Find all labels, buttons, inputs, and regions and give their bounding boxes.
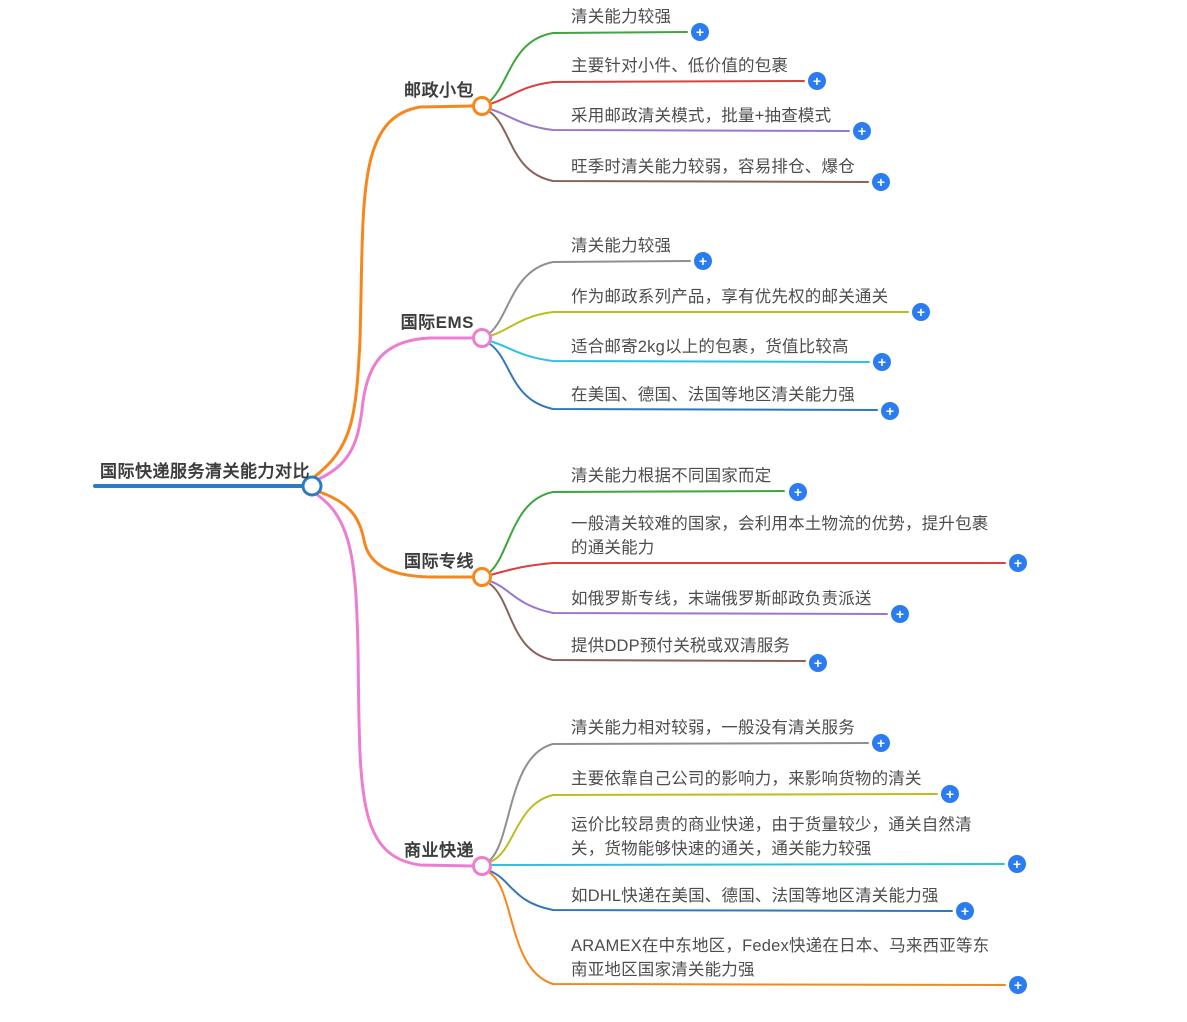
branch-commercial-express[interactable]: 商业快递	[404, 841, 474, 860]
leaf-line-text: 清关能力相对较弱，一般没有清关服务	[571, 719, 855, 737]
leaf-text[interactable]: 主要依靠自己公司的影响力，来影响货物的清关	[571, 767, 922, 791]
leaf-line-text: 清关能力较强	[571, 237, 672, 255]
trunk-commercial-express	[311, 490, 475, 868]
leaf-text[interactable]: 提供DDP预付关税或双清服务	[571, 634, 790, 658]
leaf-line-text: 关，货物能够快速的通关，通关能力较强	[571, 840, 872, 858]
leaf-line	[489, 343, 878, 411]
leaf-text[interactable]: 主要针对小件、低价值的包裹	[571, 54, 788, 78]
leaf-line-text: 清关能力根据不同国家而定	[571, 467, 772, 485]
leaf-line	[489, 340, 870, 363]
leaf-line-text: 适合邮寄2kg以上的包裹，货值比较高	[571, 338, 849, 356]
leaf-text[interactable]: 运价比较昂贵的商业快递，由于货量较少，通关自然清 关，货物能够快速的通关，通关能…	[571, 813, 972, 861]
leaf-line	[489, 793, 938, 863]
trunk-postal-packet	[311, 104, 475, 480]
leaf-line-text: 提供DDP预付关税或双清服务	[571, 637, 791, 655]
leaf-line-text: 如俄罗斯专线，末端俄罗斯邮政负责派送	[571, 590, 872, 608]
leaf-text[interactable]: 如DHL快递在美国、德国、法国等地区清关能力强	[571, 884, 939, 908]
trunk-dedicated-line	[312, 488, 475, 579]
leaf-line-text: 主要针对小件、低价值的包裹	[571, 57, 789, 75]
leaf-line	[489, 260, 691, 334]
leaf-text[interactable]: 清关能力相对较弱，一般没有清关服务	[571, 716, 855, 740]
expand-node-button[interactable]: +	[853, 122, 871, 140]
leaf-line	[489, 562, 1006, 576]
branch-postal-packet[interactable]: 邮政小包	[404, 81, 474, 100]
expand-node-button[interactable]: +	[891, 605, 909, 623]
leaf-line-text: 运价比较昂贵的商业快递，由于货量较少，通关自然清	[571, 816, 972, 834]
expand-node-button[interactable]: +	[941, 785, 959, 803]
leaf-text[interactable]: 一般清关较难的国家，会利用本土物流的优势，提升包裹 的通关能力	[571, 512, 989, 560]
node-anchor-commercial-express[interactable]	[472, 856, 492, 876]
leaf-line	[489, 311, 909, 337]
leaf-line	[489, 583, 806, 662]
node-anchor-dedicated-line[interactable]	[472, 567, 492, 587]
expand-node-button[interactable]: +	[956, 902, 974, 920]
leaf-line-text: 作为邮政系列产品，享有优先权的邮关通关	[571, 288, 889, 306]
expand-node-button[interactable]: +	[694, 252, 712, 270]
leaf-text[interactable]: 清关能力根据不同国家而定	[571, 464, 771, 488]
expand-node-button[interactable]: +	[881, 402, 899, 420]
leaf-line-text: 如DHL快递在美国、德国、法国等地区清关能力强	[571, 887, 939, 905]
leaf-line-text: 的通关能力	[571, 539, 655, 557]
expand-node-button[interactable]: +	[1008, 855, 1026, 873]
leaf-line	[489, 490, 785, 573]
leaf-text[interactable]: 在美国、德国、法国等地区清关能力强	[571, 383, 855, 407]
expand-node-button[interactable]: +	[1009, 554, 1027, 572]
leaf-line	[489, 580, 888, 615]
expand-node-button[interactable]: +	[912, 303, 930, 321]
leaf-text[interactable]: 旺季时清关能力较弱，容易排仓、爆仓	[571, 155, 855, 179]
expand-node-button[interactable]: +	[873, 353, 891, 371]
expand-node-button[interactable]: +	[809, 654, 827, 672]
expand-node-button[interactable]: +	[872, 173, 890, 191]
leaf-line	[489, 872, 1006, 986]
leaf-text[interactable]: 采用邮政清关模式，批量+抽查模式	[571, 104, 831, 128]
leaf-text[interactable]: 如俄罗斯专线，末端俄罗斯邮政负责派送	[571, 587, 872, 611]
leaf-line-text: 主要依靠自己公司的影响力，来影响货物的清关	[571, 770, 922, 788]
root-topic[interactable]: 国际快递服务清关能力对比	[100, 462, 310, 481]
leaf-line-text: ARAMEX在中东地区，Fedex快递在日本、马来西亚等东	[571, 937, 990, 955]
leaf-line	[489, 111, 869, 183]
branch-international-ems[interactable]: 国际EMS	[400, 313, 474, 332]
branch-dedicated-line[interactable]: 国际专线	[404, 552, 474, 571]
root-node-anchor[interactable]	[301, 475, 323, 497]
leaf-line	[489, 742, 869, 861]
expand-node-button[interactable]: +	[789, 483, 807, 501]
expand-node-button[interactable]: +	[1009, 976, 1027, 994]
expand-node-button[interactable]: +	[691, 23, 709, 41]
leaf-line	[490, 863, 1005, 866]
leaf-line	[489, 870, 953, 912]
leaf-text[interactable]: ARAMEX在中东地区，Fedex快递在日本、马来西亚等东 南亚地区国家清关能力…	[571, 934, 989, 982]
leaf-line	[489, 80, 805, 105]
leaf-line-text: 南亚地区国家清关能力强	[571, 961, 755, 979]
leaf-line-text: 一般清关较难的国家，会利用本土物流的优势，提升包裹	[571, 515, 989, 533]
node-anchor-international-ems[interactable]	[472, 328, 492, 348]
leaf-line	[489, 31, 688, 102]
leaf-line-text: 采用邮政清关模式，批量+抽查模式	[571, 107, 832, 125]
leaf-line	[489, 108, 850, 132]
expand-node-button[interactable]: +	[808, 72, 826, 90]
leaf-text[interactable]: 清关能力较强	[571, 234, 671, 258]
leaf-text[interactable]: 清关能力较强	[571, 5, 671, 29]
leaf-line-text: 在美国、德国、法国等地区清关能力强	[571, 386, 855, 404]
leaf-text[interactable]: 作为邮政系列产品，享有优先权的邮关通关	[571, 285, 888, 309]
leaf-line-text: 旺季时清关能力较弱，容易排仓、爆仓	[571, 158, 855, 176]
leaf-text[interactable]: 适合邮寄2kg以上的包裹，货值比较高	[571, 335, 849, 359]
leaf-line-text: 清关能力较强	[571, 8, 672, 26]
node-anchor-postal-packet[interactable]	[472, 96, 492, 116]
trunk-international-ems	[312, 336, 475, 483]
expand-node-button[interactable]: +	[872, 734, 890, 752]
